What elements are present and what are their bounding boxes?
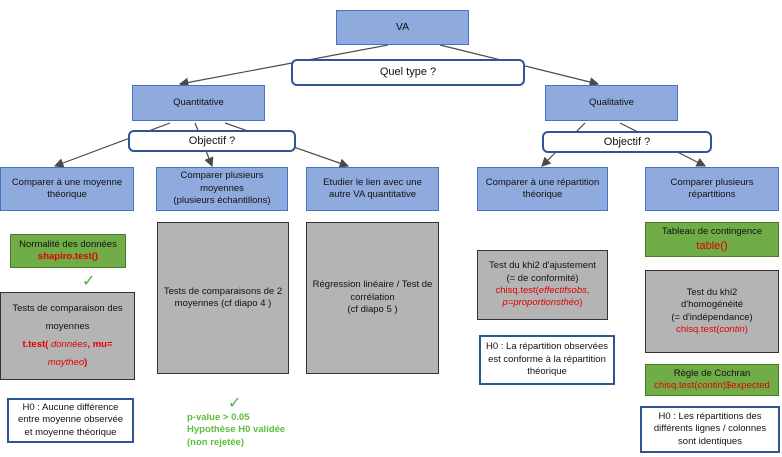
objectif-left-label: Objectif ?	[188, 134, 236, 147]
quel-type-box: Quel type ?	[291, 59, 525, 86]
compare-plusieurs-repartitions-label: Comparer plusieurs répartitions	[670, 176, 754, 200]
chisq-expected-code-c: )$expected	[722, 380, 770, 391]
quel-type-label: Quel type ?	[379, 66, 437, 79]
tests-2-moyennes-label: Tests de comparaisons de 2 moyennes (cf …	[163, 285, 283, 309]
compare-moyenne-theorique-box: Comparer à une moyenne théorique	[0, 167, 134, 211]
compare-plusieurs-repartitions-box: Comparer plusieurs répartitions	[645, 167, 779, 211]
normalite-label: Normalité des données	[19, 238, 117, 250]
pvalue-note: p-value > 0.05 Hypothèse H0 validée (non…	[187, 412, 317, 449]
chisq-ajustement-code-e: )	[579, 297, 583, 309]
lien-va-quantitative-label: Etudier le lien avec une autre VA quanti…	[323, 176, 422, 200]
ttest-code-c: , mu=	[87, 339, 113, 350]
conformite-label: (= de conformité)	[506, 272, 579, 284]
khi2-ajustement-box: Test du khi2 d'ajustement (= de conformi…	[477, 250, 608, 320]
tests-label-line2: moyennes	[45, 320, 90, 332]
independance-label: (= d'indépendance)	[671, 311, 753, 323]
chisq-ajustement-code-b: effectifsobs	[538, 285, 587, 296]
compare-repartition-theorique-box: Comparer à une répartition théorique	[477, 167, 608, 211]
objectif-right-box: Objectif ?	[542, 131, 712, 153]
regression-box: Régression linéaire / Test de corrélatio…	[306, 222, 439, 374]
pvalue-line2: Hypothèse H0 validée	[187, 424, 286, 436]
check-icon-pvalue: ✓	[228, 395, 242, 412]
h0-repartition-box: H0 : La répartition observées est confor…	[479, 335, 615, 385]
tableau-contingence-box: Tableau de contingence table()	[645, 222, 779, 257]
chisq-expected-code-b: contin	[697, 380, 723, 391]
tests-comparaison-moyennes-box: Tests de comparaison des moyennes t.test…	[0, 292, 135, 380]
quantitative-box: Quantitative	[132, 85, 265, 121]
tableau-contingence-label: Tableau de contingence	[661, 226, 763, 238]
qualitative-box: Qualitative	[545, 85, 678, 121]
khi2-homogeneite-box: Test du khi2 d'homogénéité (= d'indépend…	[645, 270, 779, 353]
h0-moyenne-box: H0 : Aucune différence entre moyenne obs…	[7, 398, 134, 443]
ttest-code-a: t.test(	[22, 339, 49, 350]
compare-repartition-theorique-label: Comparer à une répartition théorique	[485, 176, 600, 200]
ttest-code-e: )	[84, 357, 88, 369]
regression-ref-label: (cf diapo 5 )	[347, 304, 398, 316]
khi2-ajustement-label: Test du khi2 d'ajustement	[489, 260, 596, 272]
ttest-code-d: moytheo	[47, 357, 85, 369]
shapiro-code: shapiro.test()	[37, 251, 99, 262]
va-label: VA	[395, 20, 410, 33]
chisq-ajustement-code-line2: p=proportionsthéo)	[502, 297, 582, 309]
khi2-label: Test du khi2	[686, 286, 738, 298]
table-code: table()	[696, 239, 728, 252]
chisq-ajustement-code-d: p=proportionsthéo	[502, 297, 580, 309]
h0-repartition-label: H0 : La répartition observées est confor…	[486, 341, 608, 378]
chisq-expected-code: chisq.test(contin)$expected	[654, 380, 770, 392]
normalite-box: Normalité des données shapiro.test()	[10, 234, 126, 268]
chisq-contin-code-b: contin	[719, 323, 745, 335]
tests-2-moyennes-box: Tests de comparaisons de 2 moyennes (cf …	[157, 222, 289, 374]
regression-label: Régression linéaire / Test de corrélatio…	[312, 279, 433, 303]
chisq-ajustement-code: chisq.test(effectifsobs,	[496, 285, 590, 297]
chisq-contin-code-c: )	[744, 323, 748, 335]
h0-repartitions-label: H0 : Les répartitions des différents lig…	[653, 410, 767, 447]
va-box: VA	[336, 10, 469, 45]
compare-plusieurs-moyennes-label: Comparer plusieurs moyennes	[180, 170, 264, 194]
cochran-box: Règle de Cochran chisq.test(contin)$expe…	[645, 364, 779, 396]
chisq-expected-code-a: chisq.test(	[654, 380, 698, 391]
compare-plusieurs-moyennes-box: Comparer plusieurs moyennes (plusieurs é…	[156, 167, 288, 211]
ttest-code: t.test( données, mu=moytheo)	[22, 336, 112, 372]
chisq-contin-code: chisq.test(contin)	[676, 324, 748, 336]
cochran-label: Règle de Cochran	[673, 367, 751, 379]
ttest-code-b: données	[48, 339, 88, 350]
pvalue-line3: (non rejetée)	[187, 436, 245, 448]
check-icon: ✓	[82, 273, 96, 290]
plusieurs-echantillons-label: (plusieurs échantillons)	[173, 195, 271, 207]
quantitative-label: Quantitative	[173, 96, 224, 108]
chisq-contin-code-a: chisq.test(	[676, 323, 720, 335]
tests-label-line1: Tests de comparaison des	[12, 302, 123, 314]
h0-moyenne-label: H0 : Aucune différence entre moyenne obs…	[17, 401, 124, 438]
qualitative-label: Qualitative	[589, 96, 634, 108]
chisq-ajustement-code-a: chisq.test(	[495, 285, 539, 296]
pvalue-line1: p-value > 0.05	[187, 412, 250, 423]
h0-repartitions-box: H0 : Les répartitions des différents lig…	[640, 406, 780, 453]
homogeneite-label: d'homogénéité	[680, 299, 744, 311]
chisq-ajustement-code-c: ,	[586, 285, 590, 296]
objectif-right-label: Objectif ?	[603, 135, 651, 148]
lien-va-quantitative-box: Etudier le lien avec une autre VA quanti…	[306, 167, 439, 211]
compare-moyenne-theorique-label: Comparer à une moyenne théorique	[11, 176, 123, 200]
objectif-left-box: Objectif ?	[128, 130, 296, 152]
